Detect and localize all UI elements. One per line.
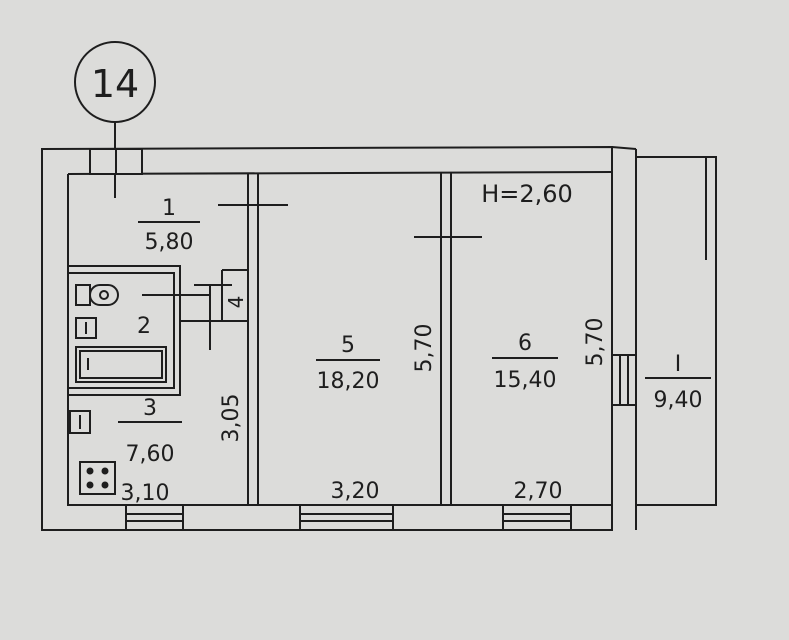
washbasin-icon bbox=[75, 317, 97, 339]
fraction-lines bbox=[118, 221, 711, 423]
room-1-number: 1 bbox=[162, 196, 176, 221]
room-2-number: 2 bbox=[137, 314, 151, 339]
ceiling-height: H=2,60 bbox=[481, 180, 573, 208]
window-top bbox=[89, 148, 143, 175]
dimension-bath-kitchen-depth: 3,05 bbox=[219, 394, 244, 443]
dimension-room5-width: 3,20 bbox=[331, 479, 380, 504]
room-labels: 1 5,80 2 3 7,60 4 5 18,20 6 15,40 I 9,40 bbox=[126, 196, 703, 467]
window-kitchen bbox=[125, 504, 184, 531]
apartment-number: 14 bbox=[91, 62, 139, 106]
window-room5 bbox=[299, 504, 394, 531]
bathtub-icon bbox=[75, 346, 167, 383]
toilet-icon bbox=[75, 284, 119, 306]
kitchen-sink-icon bbox=[69, 410, 91, 434]
balcony-number: I bbox=[675, 352, 682, 377]
balcony-area: 9,40 bbox=[654, 388, 703, 413]
room-3-area: 7,60 bbox=[126, 442, 175, 467]
room-5-number: 5 bbox=[341, 333, 355, 358]
balcony bbox=[636, 156, 717, 506]
dimension-kitchen-width: 3,10 bbox=[121, 481, 170, 506]
room-4-number: 4 bbox=[224, 296, 248, 309]
windows bbox=[89, 148, 637, 531]
room-3-number: 3 bbox=[143, 396, 157, 421]
dimension-room5-depth: 5,70 bbox=[412, 324, 437, 373]
room-6-area: 15,40 bbox=[494, 368, 557, 393]
room-5-area: 18,20 bbox=[317, 369, 380, 394]
apartment-marker: 14 bbox=[74, 41, 156, 198]
dimensions: 3,10 3,20 2,70 3,05 5,70 5,70 bbox=[121, 318, 608, 506]
room-1-area: 5,80 bbox=[145, 230, 194, 255]
dimension-room6-width: 2,70 bbox=[514, 479, 563, 504]
fixtures bbox=[69, 284, 167, 495]
balcony-door bbox=[611, 354, 637, 406]
door-marks bbox=[142, 185, 482, 312]
stove-icon bbox=[79, 461, 116, 495]
room-6-number: 6 bbox=[518, 331, 532, 356]
outer-walls bbox=[41, 145, 637, 531]
dimension-room6-depth: 5,70 bbox=[583, 318, 608, 367]
window-room6 bbox=[502, 504, 572, 531]
